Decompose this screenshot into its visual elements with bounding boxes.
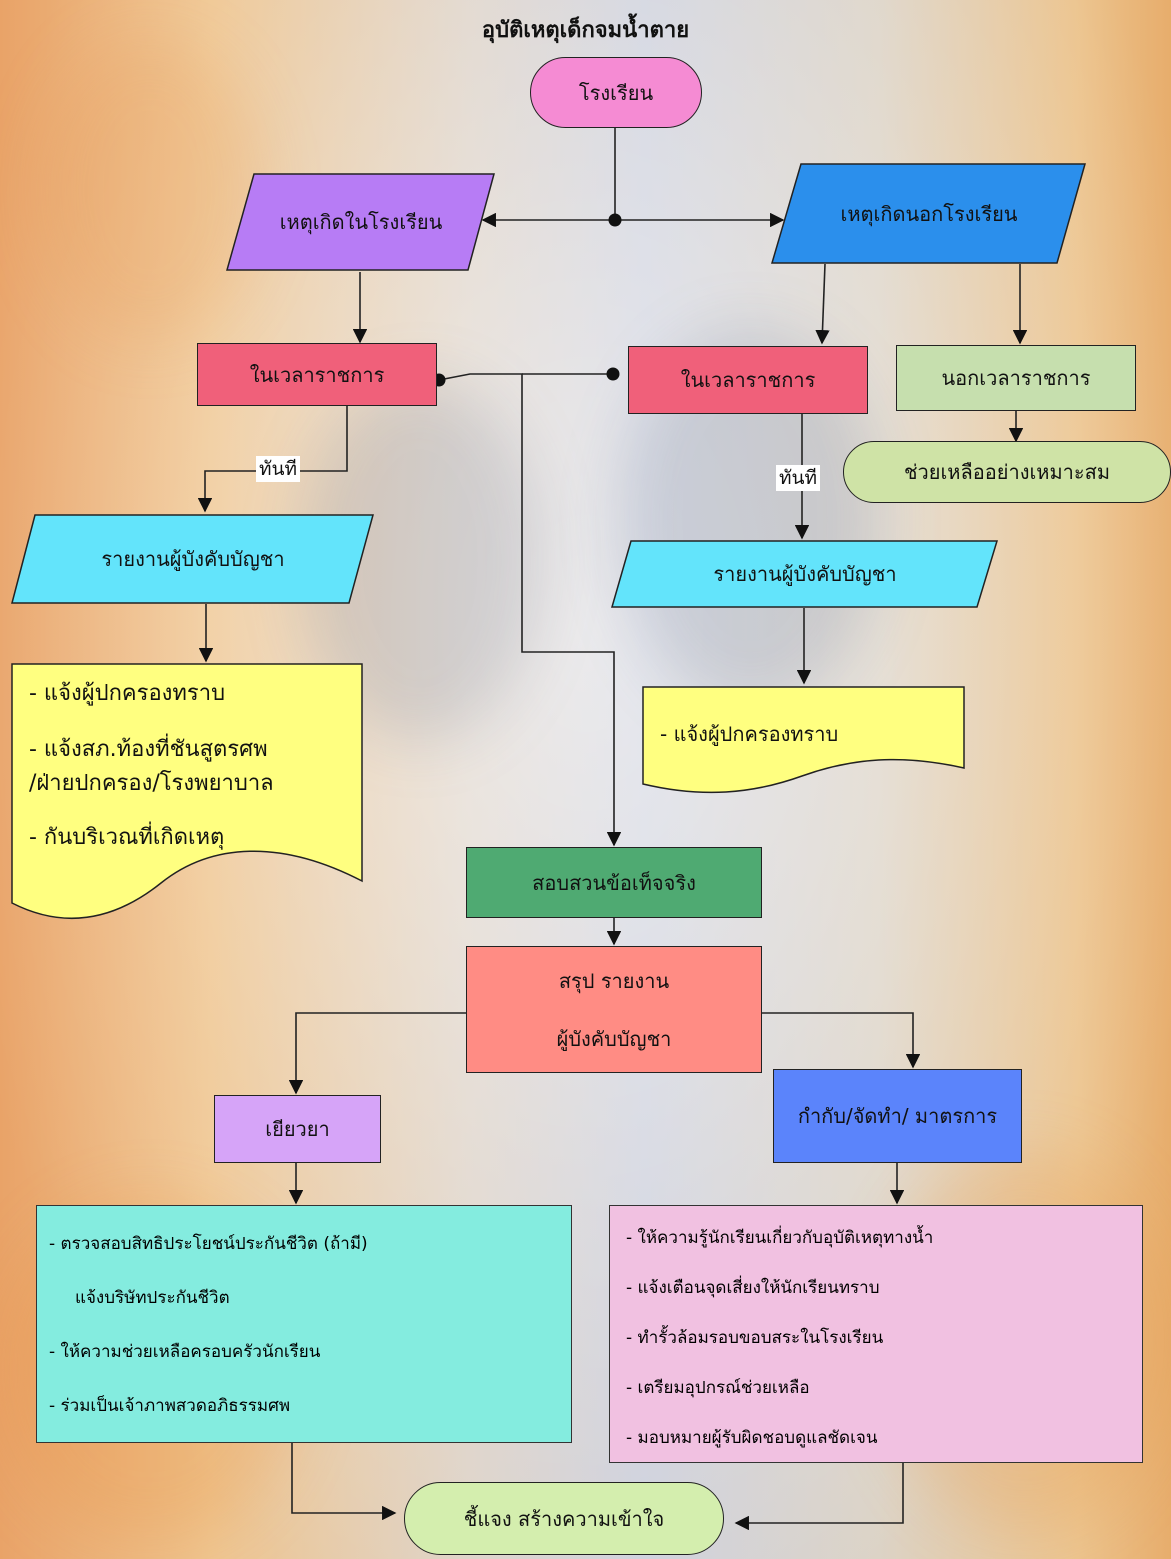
immediate-label-right: ทันที: [776, 465, 821, 491]
report-right-label: รายงานผู้บังคับบัญชา: [713, 562, 897, 586]
remedy-list-box: - ตรวจสอบสิทธิประโยชน์ประกันชีวิต (ถ้ามี…: [36, 1205, 572, 1443]
out-school-node: เหตุเกิดนอกโรงเรียน: [771, 163, 1087, 264]
office-hours-left-label: ในเวลาราชการ: [249, 362, 385, 387]
after-hours-node: นอกเวลาราชการ: [896, 345, 1136, 411]
connector-office-investigate: [438, 373, 622, 847]
school-label: โรงเรียน: [578, 80, 654, 105]
remedy-list-item: - ให้ความช่วยเหลือครอบครัวนักเรียน: [49, 1342, 321, 1362]
remedy-list-item: แจ้งบริษัทประกันชีวิต: [75, 1288, 230, 1308]
office-hours-right-node: ในเวลาราชการ: [628, 346, 868, 414]
measure-list-item: - ให้ความรู้นักเรียนเกี่ยวกับอุบัติเหตุท…: [626, 1228, 934, 1248]
connector-out-school-office: [815, 263, 830, 345]
out-school-label: เหตุเกิดนอกโรงเรียน: [840, 201, 1018, 226]
doc-left-line: - แจ้งผู้ปกครองทราบ: [29, 681, 226, 706]
visit-label: เยียวยา: [265, 1117, 330, 1141]
measure-list-item: - ทำรั้วล้อมรอบขอบสระในโรงเรียน: [626, 1328, 884, 1348]
doc-left-line: /ฝ่ายปกครอง/โรงพยาบาล: [29, 771, 274, 796]
doc-right-line: - แจ้งผู้ปกครองทราบ: [660, 722, 839, 746]
doc-left-line: - กันบริเวณที่เกิดเหตุ: [29, 825, 225, 850]
measures-label: กำกับ/จัดทำ/ มาตรการ: [797, 1104, 998, 1128]
summary-label-line1: สรุป รายงาน: [558, 968, 670, 993]
in-school-label: เหตุเกิดในโรงเรียน: [279, 210, 443, 234]
summary-node: สรุป รายงาน ผู้บังคับบัญชา: [466, 946, 762, 1073]
office-hours-right-label: ในเวลาราชการ: [680, 368, 816, 392]
remedy-list-item: - ตรวจสอบสิทธิประโยชน์ประกันชีวิต (ถ้ามี…: [49, 1234, 368, 1254]
school-node: โรงเรียน: [530, 57, 702, 128]
report-left-label: รายงานผู้บังคับบัญชา: [101, 547, 285, 571]
report-left-node: รายงานผู้บังคับบัญชา: [11, 514, 375, 604]
measure-list-item: - มอบหมายผู้รับผิดชอบดูแลชัดเจน: [626, 1428, 878, 1448]
investigate-node: สอบสวนข้อเท็จจริง: [466, 847, 762, 918]
diagram-title: อุบัติเหตุเด็กจมน้ำตาย: [481, 18, 690, 43]
connector-remedy-explain: [291, 1443, 397, 1521]
junction-dot: [608, 213, 622, 227]
office-hours-left-node: ในเวลาราชการ: [197, 343, 437, 406]
help-label: ช่วยเหลืออย่างเหมาะสม: [903, 460, 1111, 484]
investigate-label: สอบสวนข้อเท็จจริง: [532, 870, 696, 895]
measure-list-item: - เตรียมอุปกรณ์ช่วยเหลือ: [626, 1378, 810, 1398]
measure-list-box: - ให้ความรู้นักเรียนเกี่ยวกับอุบัติเหตุท…: [609, 1205, 1143, 1463]
remedy-list-item: - ร่วมเป็นเจ้าภาพสวดอภิธรรมศพ: [49, 1396, 291, 1416]
summary-label-line2: ผู้บังคับบัญชา: [556, 1026, 672, 1051]
connector-summary-visit: [288, 1012, 466, 1095]
help-node: ช่วยเหลืออย่างเหมาะสม: [843, 441, 1171, 503]
visit-node: เยียวยา: [214, 1095, 381, 1163]
doc-left-node: - แจ้งผู้ปกครองทราบ - แจ้งสภ.ท้องที่ชันส…: [11, 663, 363, 935]
immediate-label-left: ทันที: [256, 456, 301, 482]
after-hours-label: นอกเวลาราชการ: [941, 366, 1091, 390]
report-right-node: รายงานผู้บังคับบัญชา: [611, 540, 999, 608]
explain-label: ชี้แจง สร้างความเข้าใจ: [463, 1506, 665, 1531]
junction-dot: [606, 367, 620, 381]
doc-left-line: - แจ้งสภ.ท้องที่ชันสูตรศพ: [29, 737, 268, 762]
doc-right-node: - แจ้งผู้ปกครองทราบ: [642, 686, 965, 798]
connector-measures-explain: [734, 1463, 904, 1531]
connector-summary-measures: [762, 1012, 921, 1069]
explain-node: ชี้แจง สร้างความเข้าใจ: [404, 1482, 724, 1555]
measure-list-item: - แจ้งเตือนจุดเสี่ยงให้นักเรียนทราบ: [626, 1278, 880, 1298]
measures-node: กำกับ/จัดทำ/ มาตรการ: [773, 1069, 1022, 1163]
in-school-node: เหตุเกิดในโรงเรียน: [226, 173, 496, 271]
